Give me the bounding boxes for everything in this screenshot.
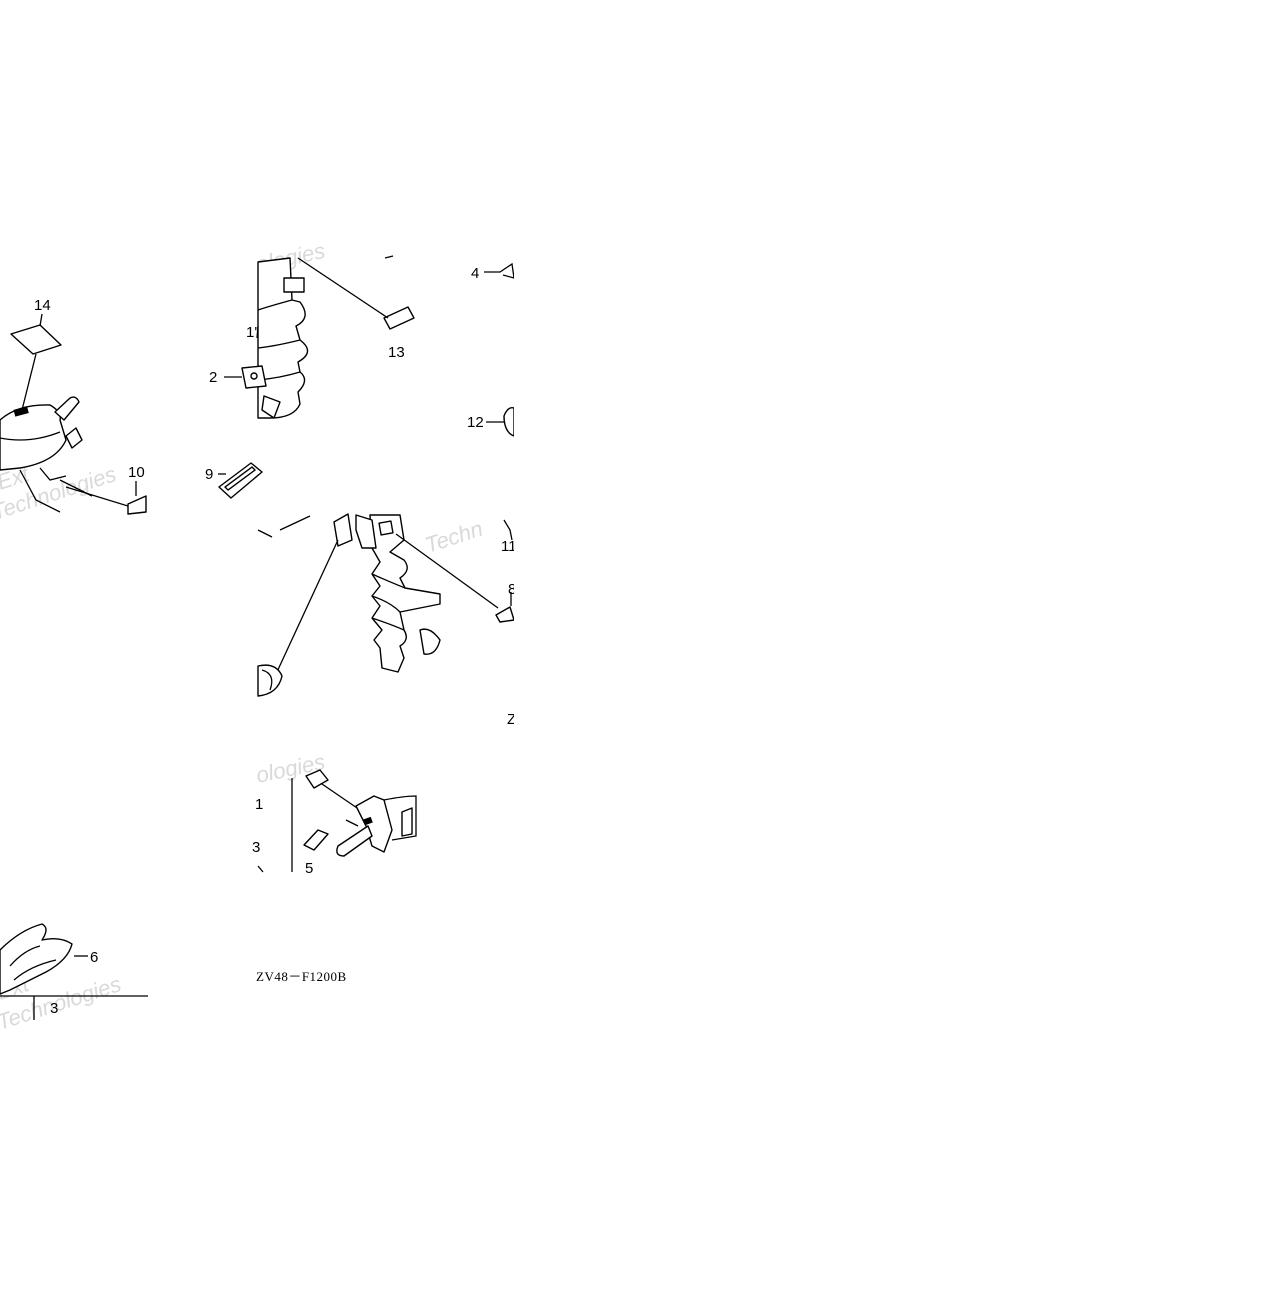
callout-z: Z bbox=[507, 711, 516, 728]
callout-12: 12 bbox=[467, 414, 484, 431]
callout-10: 10 bbox=[128, 464, 145, 481]
engine-cover bbox=[0, 404, 67, 471]
callout-6: 6 bbox=[90, 949, 98, 966]
callout-labels: 14 10 9 2 1' 13 4 12 11 8 5 6 3 1 3 Z bbox=[34, 265, 517, 1017]
callout-5: 5 bbox=[305, 860, 313, 877]
handle-grip bbox=[336, 825, 373, 857]
decal-14 bbox=[10, 324, 62, 355]
callout-11: 11 bbox=[501, 538, 517, 555]
callout-4: 4 bbox=[471, 265, 479, 282]
callout-1b: 1 bbox=[255, 796, 263, 813]
callout-1a: 1' bbox=[246, 324, 257, 341]
callout-8: 8 bbox=[508, 581, 516, 598]
ring-12 bbox=[503, 406, 515, 437]
handle-panel bbox=[257, 769, 417, 873]
right-blank-area bbox=[514, 250, 1285, 1050]
decal-5 bbox=[303, 829, 329, 851]
callout-14: 14 bbox=[34, 297, 51, 314]
decal-small bbox=[305, 769, 329, 789]
anode-block bbox=[283, 277, 305, 293]
lever-knob bbox=[333, 513, 353, 547]
script-logo-decal bbox=[0, 923, 73, 995]
decal-9-group bbox=[218, 462, 263, 499]
callout-3b: 3 bbox=[252, 839, 260, 856]
callout-9: 9 bbox=[205, 466, 213, 483]
decal-13 bbox=[383, 306, 415, 330]
callout-2: 2 bbox=[209, 369, 217, 386]
watermark-text: Techn bbox=[422, 516, 486, 558]
grommet bbox=[257, 664, 283, 697]
callout-13: 13 bbox=[388, 344, 405, 361]
control-housing bbox=[355, 514, 377, 549]
tiller-grip bbox=[54, 396, 80, 421]
lower-unit-middle-panel bbox=[257, 513, 515, 697]
figure-code: ZV48－F1200B bbox=[256, 969, 347, 984]
decal-8 bbox=[495, 606, 515, 623]
skeg-knob bbox=[419, 628, 441, 655]
cover-decal bbox=[13, 406, 29, 417]
tiller-lever bbox=[65, 427, 83, 449]
lower-unit-body bbox=[369, 514, 441, 673]
motor-top-view bbox=[0, 313, 147, 515]
watermark-layer: Technologies Ext Technologies Techn Ext … bbox=[0, 238, 486, 1035]
lower-unit-top-panel bbox=[224, 255, 515, 437]
callout-3: 3 bbox=[50, 1000, 58, 1017]
logo-decal-6 bbox=[0, 923, 148, 1020]
decal-10 bbox=[127, 495, 147, 515]
